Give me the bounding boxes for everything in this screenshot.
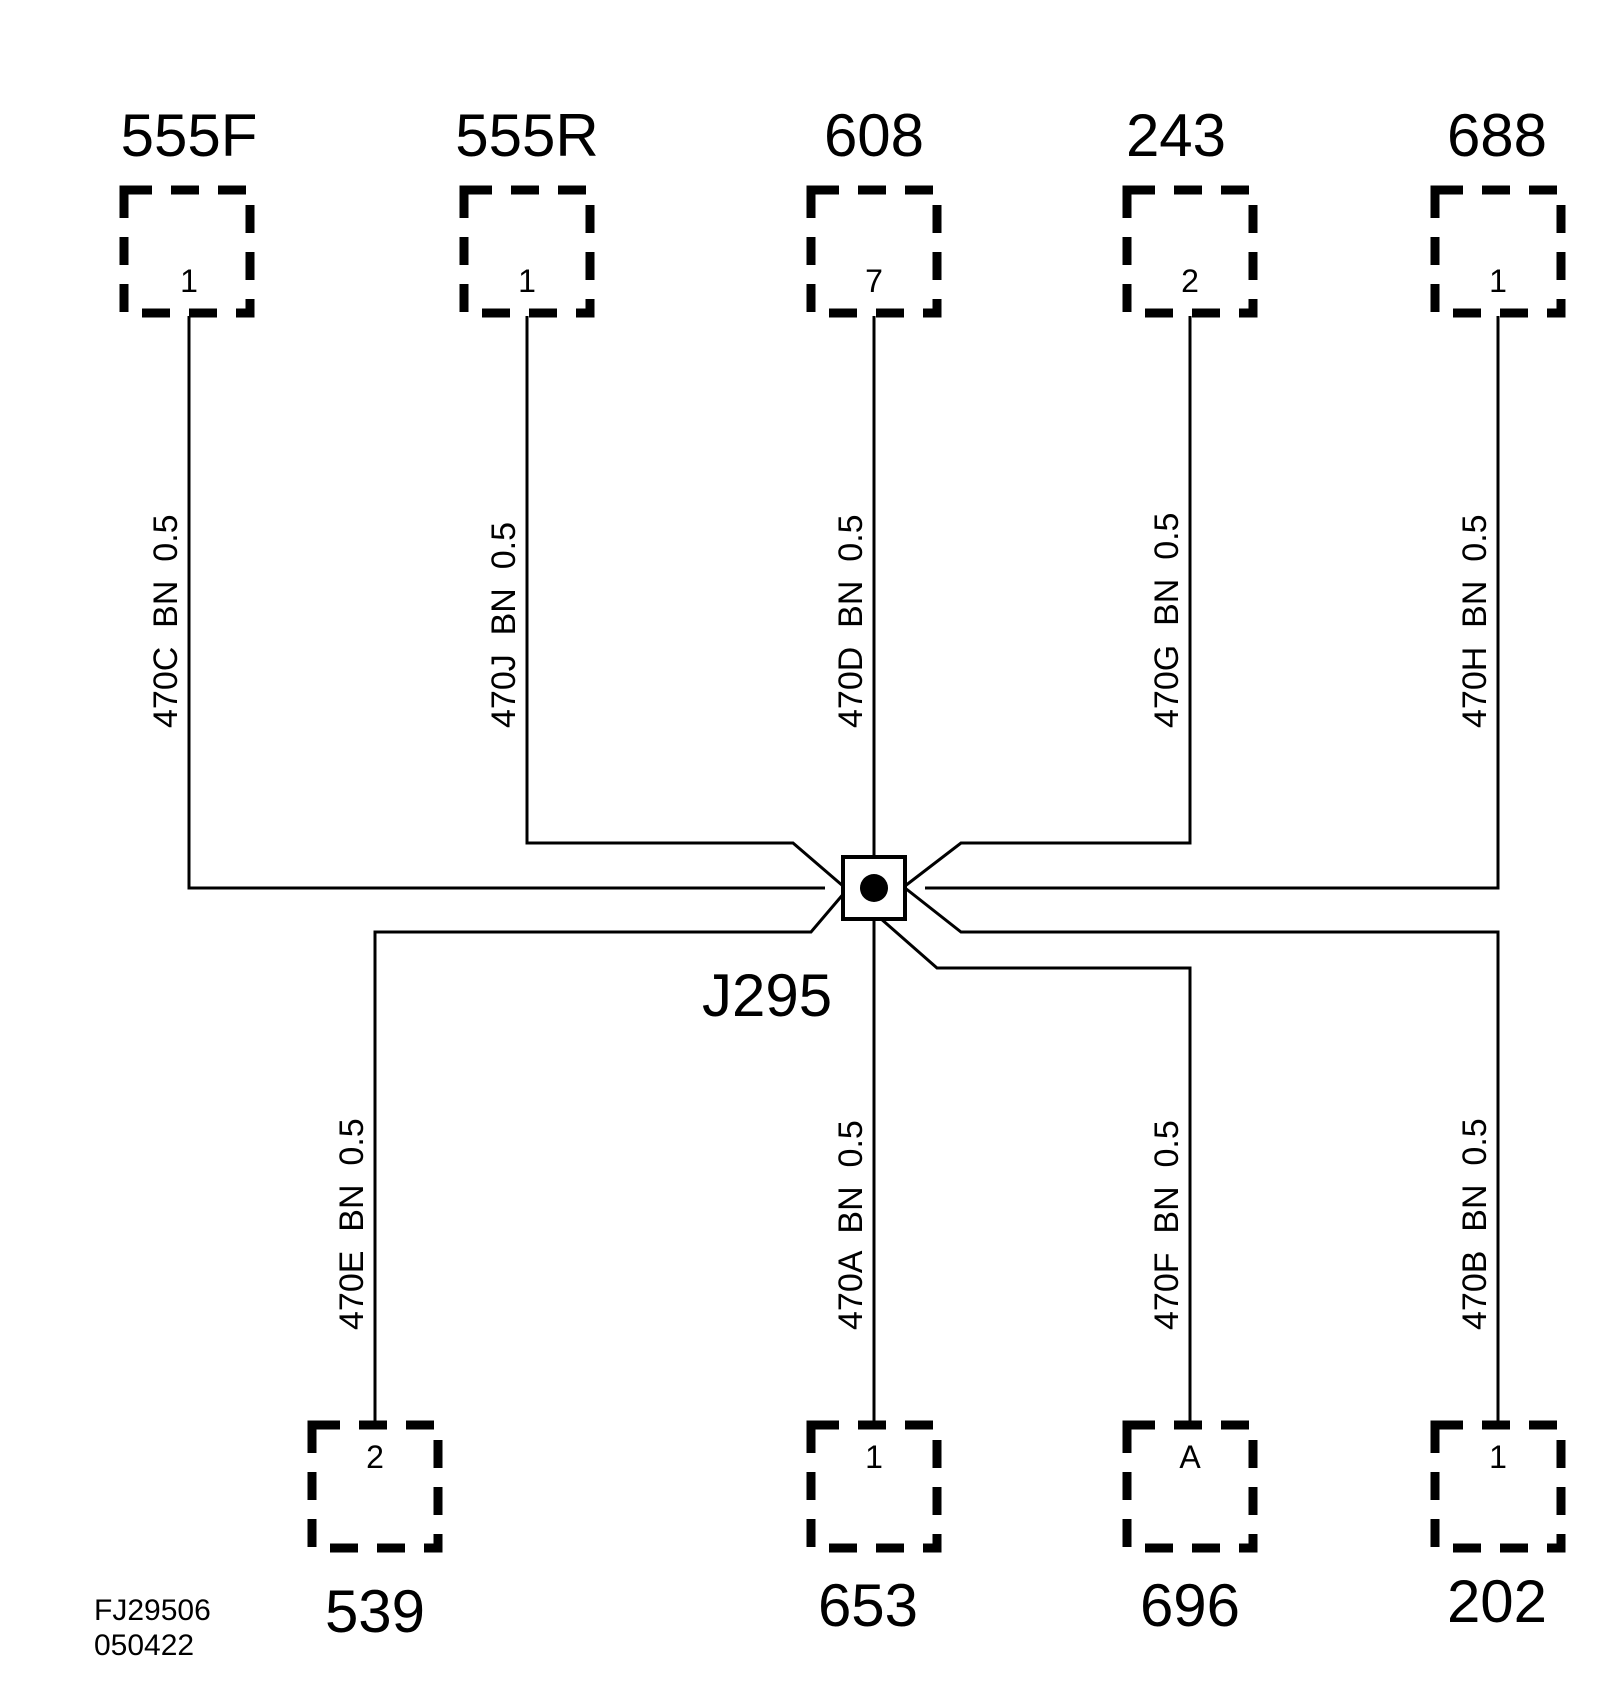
wire-470E — [373, 891, 847, 1428]
pin-number: 1 — [518, 263, 536, 299]
wire-label-470F: 470F BN 0.5 — [1148, 1120, 1186, 1330]
wire-470B — [904, 886, 1500, 1428]
splice-j295: J295 — [702, 855, 907, 1029]
connector-555R: 555R 1 — [455, 102, 599, 318]
wire-label-470B: 470B BN 0.5 — [1456, 1118, 1494, 1330]
connector-name: 539 — [325, 1578, 425, 1645]
wire-labels: 470C BN 0.5 470J BN 0.5 470D BN 0.5 470G… — [147, 513, 1494, 1330]
pin-number: 1 — [180, 263, 198, 299]
connector-688: 688 1 — [1430, 102, 1566, 318]
wire-470J — [525, 316, 844, 888]
connector-box — [1122, 185, 1258, 318]
wire-470C — [187, 316, 825, 890]
connector-box — [1430, 185, 1566, 318]
connector-box — [806, 1420, 942, 1553]
connector-name: 243 — [1126, 102, 1226, 169]
connector-696: 696 A — [1122, 1420, 1258, 1639]
splice-box — [841, 855, 907, 921]
pin-number: 7 — [865, 263, 883, 299]
connector-box — [459, 185, 595, 318]
connector-name: 202 — [1447, 1568, 1547, 1635]
splice-name: J295 — [702, 962, 832, 1029]
connector-202: 202 1 — [1430, 1420, 1566, 1635]
connector-box — [119, 185, 255, 318]
reference-code: FJ29506 — [94, 1594, 211, 1627]
wire-470G — [904, 316, 1192, 888]
reference-date: 050422 — [94, 1629, 194, 1662]
wire-label-470E: 470E BN 0.5 — [333, 1118, 371, 1330]
pin-number: 1 — [1489, 1439, 1507, 1475]
connector-box — [806, 185, 942, 318]
wire-label-470H: 470H BN 0.5 — [1456, 514, 1494, 728]
connector-name: 653 — [818, 1572, 918, 1639]
pin-number: 1 — [1489, 263, 1507, 299]
wire-label-470A: 470A BN 0.5 — [832, 1120, 870, 1330]
connector-name: 555F — [121, 102, 258, 169]
wire-label-470G: 470G BN 0.5 — [1148, 513, 1186, 728]
connector-name: 696 — [1140, 1572, 1240, 1639]
reference-block: FJ29506 050422 — [94, 1594, 211, 1662]
connector-243: 243 2 — [1122, 102, 1258, 318]
wire-470H — [925, 316, 1500, 890]
pin-number: 2 — [366, 1439, 384, 1475]
connector-555F: 555F 1 — [119, 102, 258, 318]
connector-539: 539 2 — [307, 1420, 443, 1645]
wire-470F — [879, 916, 1192, 1428]
pin-number: 1 — [865, 1439, 883, 1475]
pin-number: A — [1179, 1439, 1201, 1475]
wire-label-470J: 470J BN 0.5 — [485, 522, 523, 728]
connector-box — [1122, 1420, 1258, 1553]
splice-dot — [860, 874, 888, 902]
connector-name: 688 — [1447, 102, 1547, 169]
connector-box — [1430, 1420, 1566, 1553]
connector-name: 608 — [824, 102, 924, 169]
connector-608: 608 7 — [806, 102, 942, 318]
connector-name: 555R — [455, 102, 598, 169]
pin-number: 2 — [1181, 263, 1199, 299]
connector-653: 653 1 — [806, 1420, 942, 1639]
wires — [187, 316, 1500, 1428]
wire-label-470D: 470D BN 0.5 — [832, 514, 870, 728]
wire-label-470C: 470C BN 0.5 — [147, 514, 185, 728]
connector-box — [307, 1420, 443, 1553]
